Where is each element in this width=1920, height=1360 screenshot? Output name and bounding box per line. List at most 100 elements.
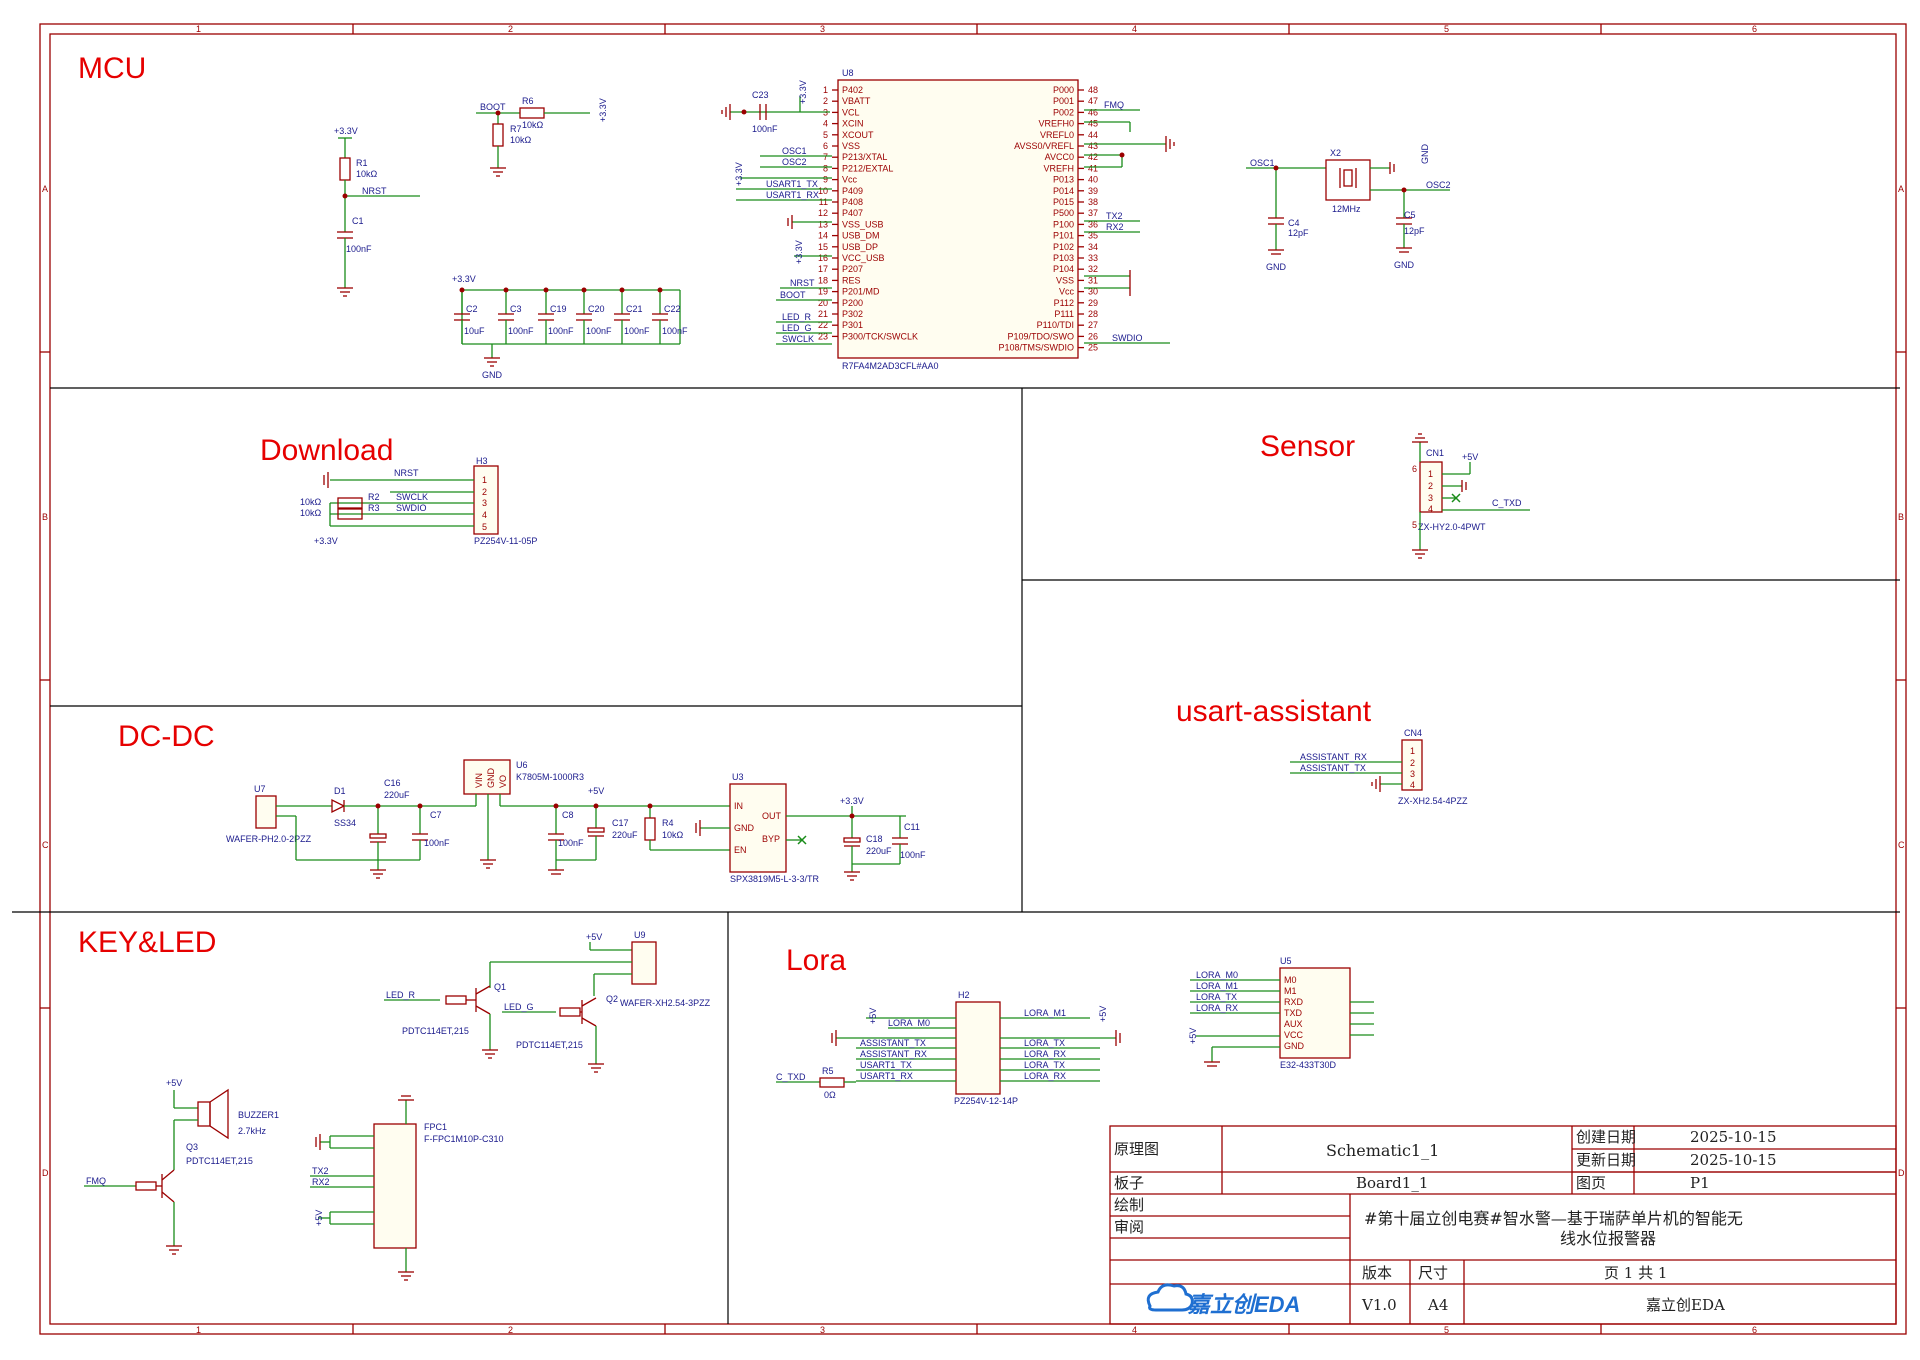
net-nrst-download: NRST (394, 468, 419, 478)
r4-value: 10kΩ (662, 830, 684, 840)
u8-left-pin-name: P201/MD (842, 287, 880, 297)
h2-5v-left-label: +5V (868, 1008, 878, 1024)
r5-ref: R5 (822, 1066, 834, 1076)
u8-right-pin-name: P100 (1053, 219, 1074, 229)
u8-left-pin-number: 23 (818, 331, 828, 341)
u7-part: WAFER-PH2.0-2PZZ (226, 834, 312, 844)
mcu-right-nets: FMQ TX2 RX2 SWDIO (1084, 100, 1175, 344)
decoupling-cap-list: C210uFC3100nFC19100nFC20100nFC21100nFC22… (454, 287, 688, 344)
decoupling-cap-value: 100nF (586, 326, 612, 336)
h3-pin-4: 4 (482, 510, 487, 520)
u5-5v-label: +5V (1188, 1028, 1198, 1044)
u8-left-pin-name: VSS (842, 141, 860, 151)
tb-company: 嘉立创EDA (1646, 1296, 1725, 1314)
tb-project-line2: 线水位报警器 (1560, 1229, 1656, 1248)
u8-left-pin-name: P200 (842, 298, 863, 308)
u8-left-pin-number: 8 (823, 163, 828, 173)
u8-right-pin-number: 47 (1088, 96, 1098, 106)
u8-left-pin-name: P302 (842, 309, 863, 319)
tb-page-label: 图页 (1576, 1174, 1606, 1192)
net-fmq-mcu: FMQ (1104, 100, 1124, 110)
vccusb-3v3-label: +3.3V (794, 240, 804, 264)
net-boot-mcu: BOOT (780, 290, 806, 300)
c16-ref: C16 (384, 778, 401, 788)
decoupling-cap-value: 100nF (548, 326, 574, 336)
u8-body (837, 79, 1079, 359)
u8-right-pin-number: 44 (1088, 130, 1098, 140)
c4-gnd-label: GND (1266, 262, 1287, 272)
u8-left-pin-name: Vcc (842, 175, 858, 185)
u8-left-pin-name: VCC_USB (842, 253, 885, 263)
decoupling-cap-ref: C21 (626, 304, 643, 314)
ldo-3v3-label: +3.3V (840, 796, 864, 806)
mcu-left-nets: OSC1 OSC2 USART1_TX USART1_RX +3.3V +3.3… (734, 146, 832, 345)
u8-right-pin-number: 30 (1088, 287, 1098, 297)
sheet-frame: 1 2 3 4 5 6 1 2 3 4 5 6 A B C D A B C D (39, 23, 1907, 1335)
sensor-5v-label: +5V (1462, 452, 1478, 462)
u5-pin-rxd: RXD (1284, 997, 1304, 1007)
mcu-u8: U8 R7FA4M2AD3CFL#AA0 P4021VBATT2VCL3XCIN… (818, 68, 1098, 371)
cn1-ref: CN1 (1426, 448, 1444, 458)
c1-value: 100nF (346, 244, 372, 254)
boot-3v3-label: +3.3V (598, 98, 608, 122)
h3-pin-5: 5 (482, 522, 487, 532)
zone-col-6: 6 (1752, 24, 1757, 34)
tb-pages: 页 1 共 1 (1604, 1264, 1667, 1282)
c23-ref: C23 (752, 90, 769, 100)
net-led-r-keyled: LED_R (386, 990, 416, 1000)
u8-left-pin-name: P409 (842, 186, 863, 196)
zone-row-a: A (42, 184, 48, 194)
decoupling-cap-junction (503, 287, 509, 293)
h2-5v-right-label: +5V (1098, 1006, 1108, 1022)
r2-ref: R2 (368, 492, 380, 502)
net-assistant-tx-h2: ASSISTANT_TX (860, 1038, 926, 1048)
tb-review-label: 审阅 (1114, 1218, 1144, 1236)
u8-right-pin-name: P013 (1053, 175, 1074, 185)
u3-pin-in: IN (734, 801, 743, 811)
zone-col-3: 3 (820, 24, 825, 34)
cn1-pin-5: 5 (1412, 520, 1417, 530)
u5-pin-txd: TXD (1284, 1008, 1303, 1018)
net-tx2-keyled: TX2 (312, 1166, 329, 1176)
u8-left-pin-number: 2 (823, 96, 828, 106)
u8-right-pin-name: P111 (1054, 309, 1074, 319)
cn4-pin-3: 3 (1410, 769, 1415, 779)
u8-left-pin-number: 13 (818, 219, 828, 229)
decoupling-cap-ref: C2 (466, 304, 478, 314)
tb-project-line1: #第十届立创电赛#智水警—基于瑞萨单片机的智能无 (1364, 1209, 1743, 1228)
u8-right-pin-name: P109/TDO/SWO (1007, 331, 1074, 341)
crystal-gnd-label: GND (1420, 144, 1430, 165)
u8-right-pin-name: P015 (1053, 197, 1074, 207)
decoupling-cap-junction (657, 287, 663, 293)
cn1-pin-6: 6 (1412, 464, 1417, 474)
x2-ref: X2 (1330, 148, 1341, 158)
decoupling-cap-junction (619, 287, 625, 293)
c8-ref: C8 (562, 810, 574, 820)
cn1-part: ZX-HY2.0-4PWT (1418, 522, 1486, 532)
net-osc2-mcu: OSC2 (782, 157, 807, 167)
u8-right-pin-name: VREFL0 (1040, 130, 1074, 140)
net-swdio-download: SWDIO (396, 503, 427, 513)
c5-value: 12pF (1404, 226, 1425, 236)
decoupling-cap-junction (459, 287, 465, 293)
zone-col-1: 1 (196, 24, 201, 34)
u8-right-pin-name: VREFH (1043, 163, 1074, 173)
u3-part: SPX3819M5-L-3-3/TR (730, 874, 820, 884)
u8-left-pin-number: 12 (818, 208, 828, 218)
zone-col-2: 2 (508, 24, 513, 34)
c5-ref: C5 (1404, 210, 1416, 220)
net-tx2-mcu: TX2 (1106, 211, 1123, 221)
net-usart1-rx-mcu: USART1_RX (766, 190, 819, 200)
cn4-part: ZX-XH2.54-4PZZ (1398, 796, 1468, 806)
dcdc-ldo-u3: U3 SPX3819M5-L-3-3/TR IN GND EN OUT BYP … (695, 772, 926, 884)
u8-left-pins: P4021VBATT2VCL3XCIN4XCOUT5VSS6P213/XTAL7… (818, 85, 918, 341)
q1-ref: Q1 (494, 982, 506, 992)
r5-value: 0Ω (824, 1090, 836, 1100)
download-header: H3 PZ254V-11-05P 1 2 3 4 5 NRST R2 R3 10… (300, 456, 537, 546)
x2-value: 12MHz (1332, 204, 1361, 214)
mcu-c23: C23 100nF +3.3V (721, 80, 830, 134)
u8-right-pin-number: 38 (1088, 197, 1098, 207)
net-lora-m1-h2: LORA_M1 (1024, 1008, 1066, 1018)
u8-left-pin-name: P212/EXTAL (842, 163, 893, 173)
u8-left-pin-number: 18 (818, 275, 828, 285)
